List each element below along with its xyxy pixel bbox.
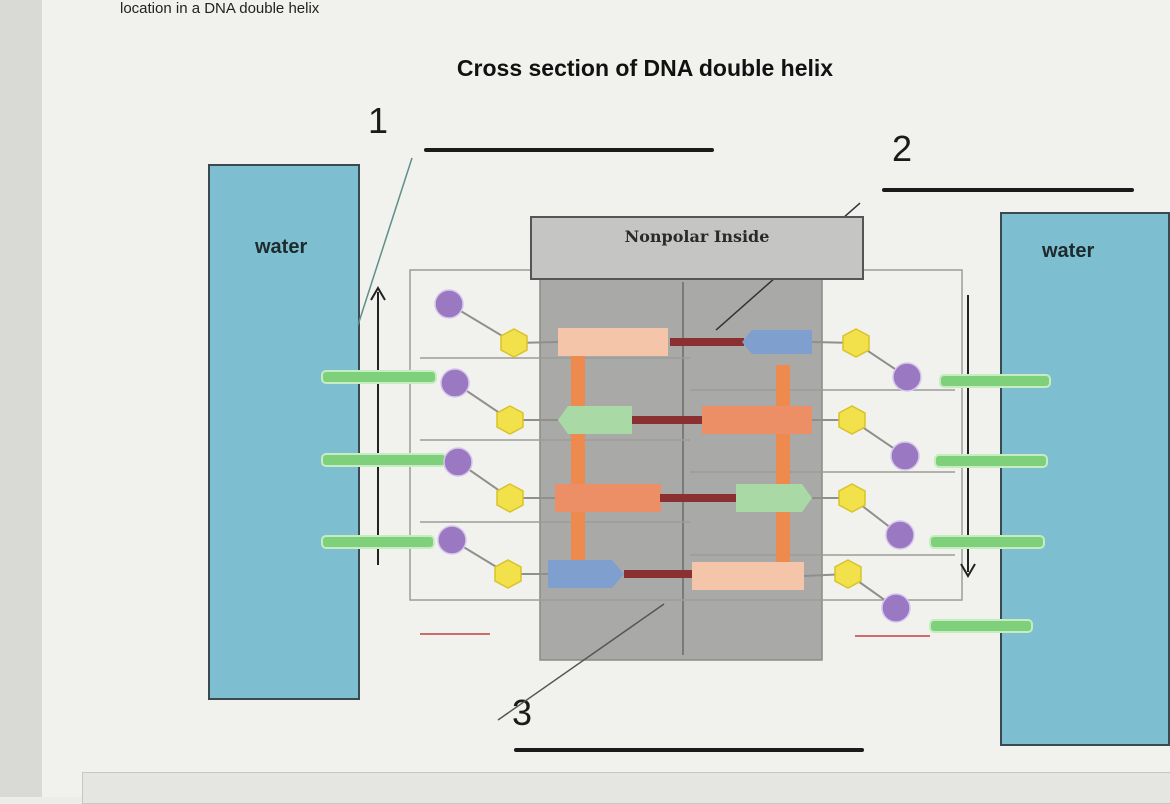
water-left-box [208,164,360,700]
base-pair-1 [558,328,812,356]
label-number-3: 3 [512,692,533,733]
water-right-box [1000,212,1170,746]
backbone-rail-right [776,365,790,565]
base-pair-4 [548,560,804,590]
label-number-2: 2 [892,128,913,169]
water-right-label: water [1042,240,1095,262]
nonpolar-inside-label: Nonpolar Inside [530,216,864,280]
base-pair-2 [558,406,812,434]
phosphate-groups [434,289,922,623]
pointer-line-1 [357,157,413,326]
pointer-line-3 [497,603,665,721]
answer-blank-3[interactable] [514,748,864,752]
base-pair-3 [555,484,812,512]
answer-blank-1[interactable] [424,148,714,152]
diagram-title: Cross section of DNA double helix [456,55,834,81]
answer-blank-2[interactable] [882,188,1134,192]
answer-input-area[interactable] [82,772,1170,804]
strand-arrows [370,286,976,578]
sugar-groups [494,328,870,589]
backbone-rail-left [571,352,585,574]
water-left-label: water [255,236,308,258]
header-text: location in a DNA double helix [120,0,320,17]
water-links [321,370,1051,633]
label-number-1: 1 [368,100,389,141]
strand-end-marks [420,633,930,637]
